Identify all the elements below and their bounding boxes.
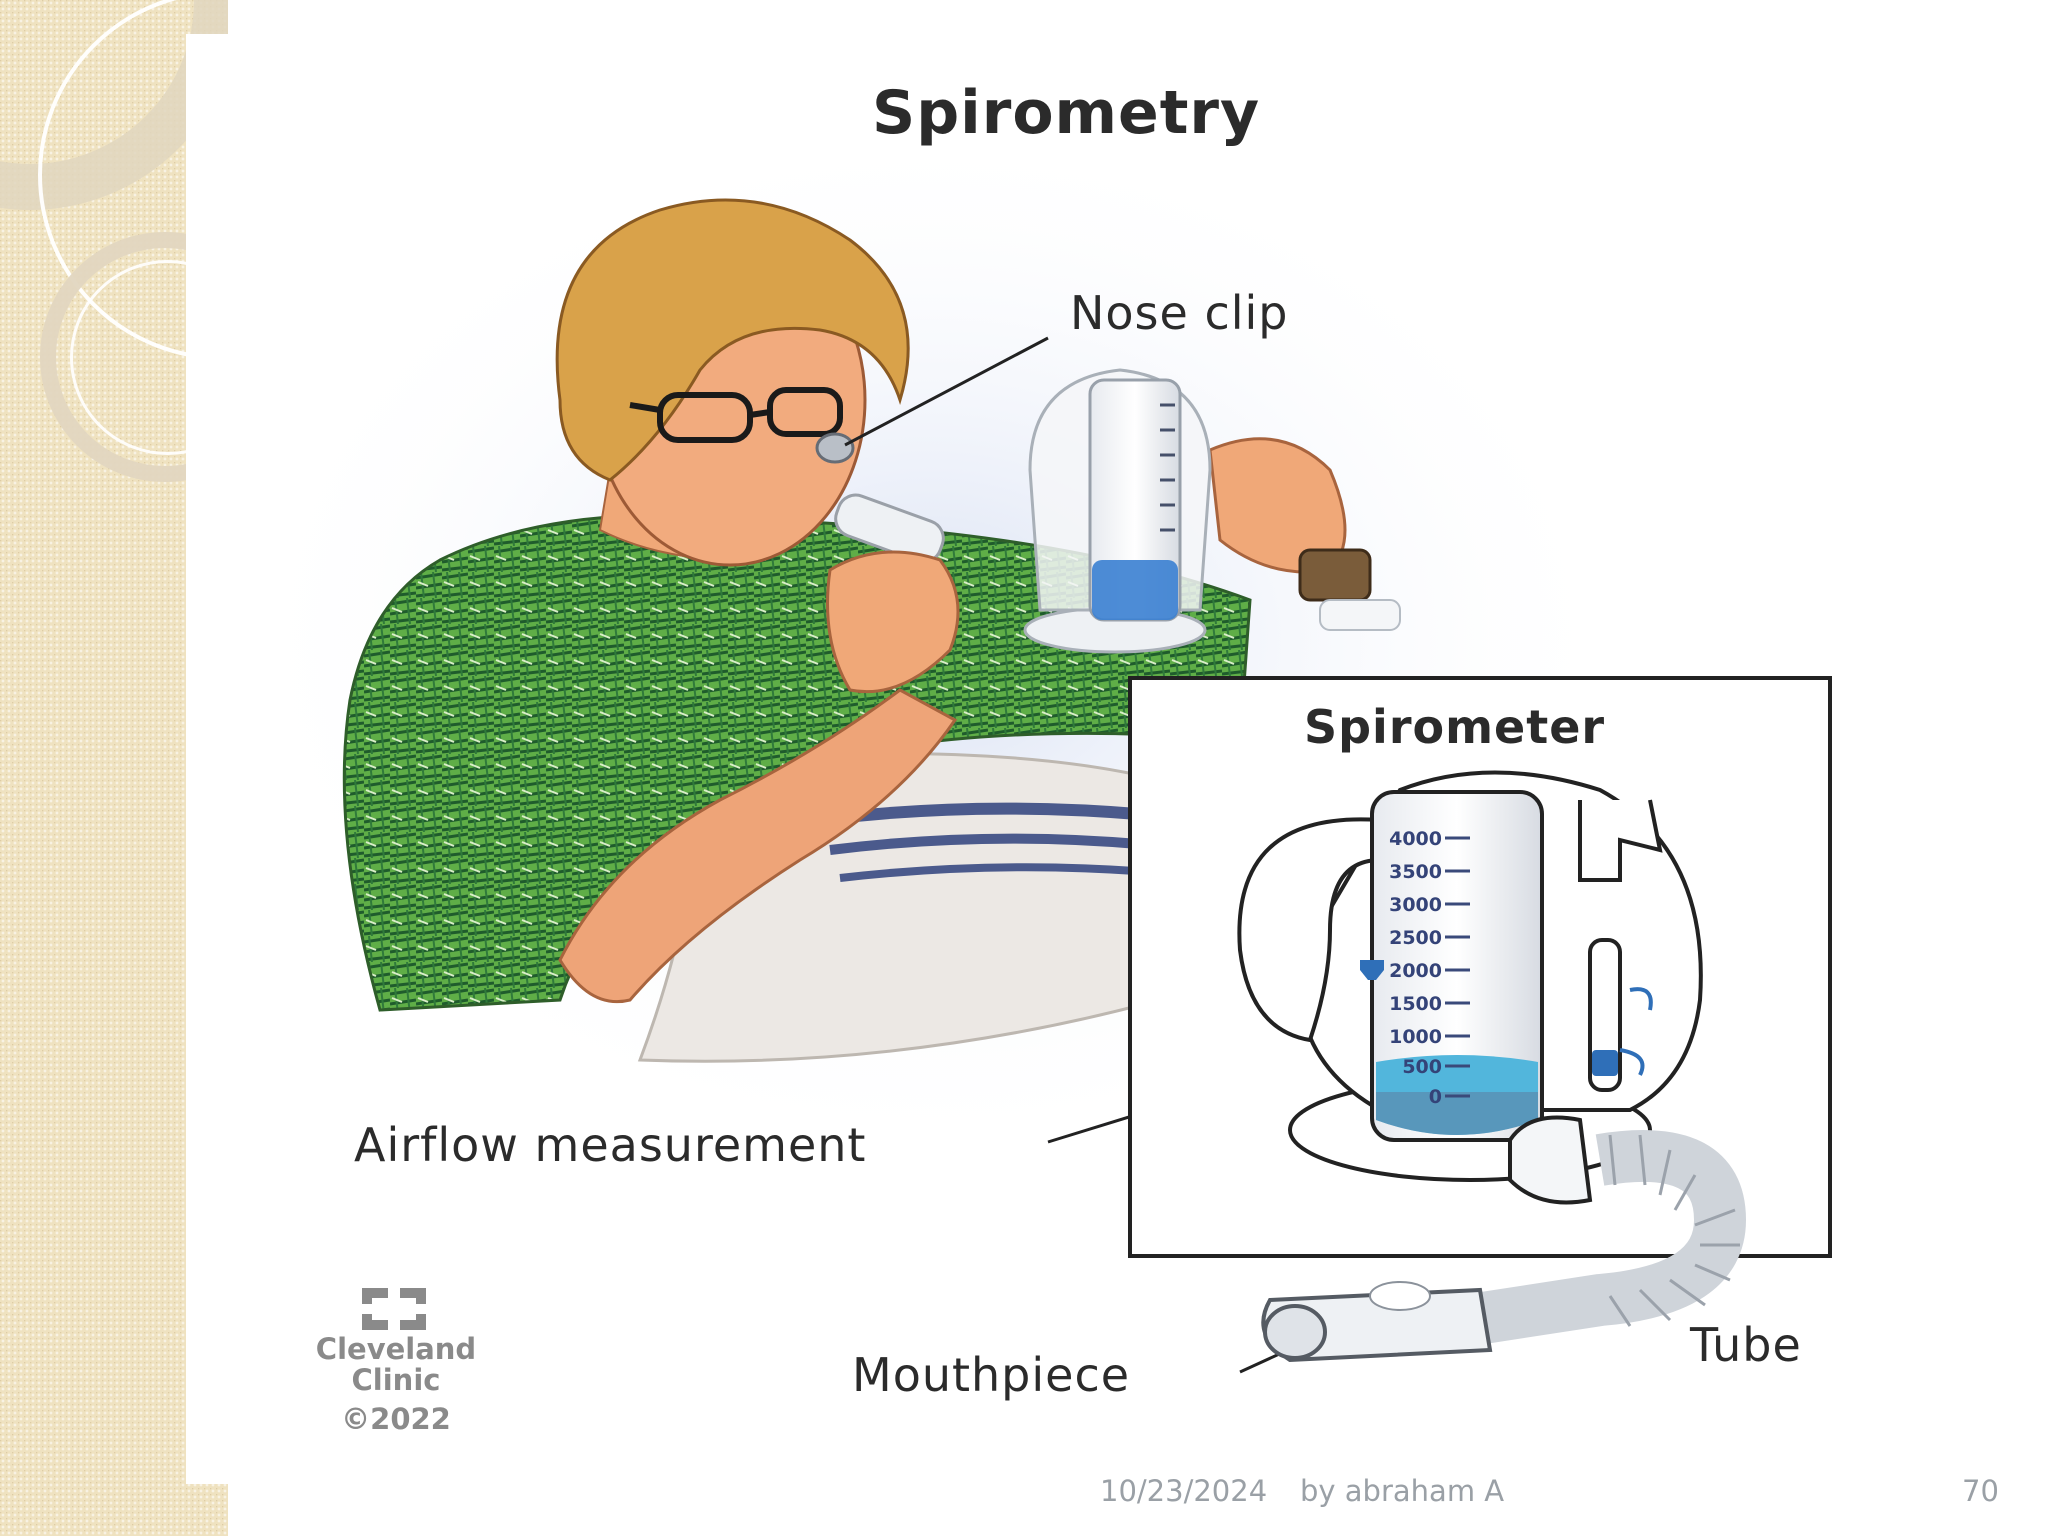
- scale-label: 3000: [1389, 894, 1442, 916]
- nose-clip: [815, 432, 855, 464]
- airflow-measurement-label: Airflow measurement: [354, 1118, 867, 1172]
- scale-label: 2000: [1389, 960, 1442, 982]
- scale-label: 4000: [1389, 828, 1442, 850]
- spirometer-notch: [1578, 799, 1663, 882]
- corrugated-tube: [1466, 1130, 1747, 1346]
- scale-label: 2500: [1389, 927, 1442, 949]
- glasses-lens: [657, 392, 753, 443]
- scale-label: 500: [1402, 1056, 1442, 1078]
- blanket-stripe: [839, 863, 1151, 882]
- spirometer-ticks: [1445, 836, 1470, 1098]
- mouthpiece-label: Mouthpiece: [852, 1348, 1131, 1402]
- flow-arrow-icon: [1619, 1048, 1645, 1076]
- spirometer-handle: [1237, 817, 1382, 1043]
- target-marker: [1360, 960, 1384, 980]
- held-spirometer-ticks: [1160, 403, 1175, 532]
- page-title: Spirometry: [872, 78, 1261, 148]
- logo-name: Cleveland Clinic: [315, 1332, 477, 1397]
- blanket-stripe: [829, 833, 1151, 855]
- footer-date: 10/23/2024: [1100, 1474, 1268, 1508]
- nose-clip-label: Nose clip: [1070, 286, 1289, 340]
- spirometer-scale-labels: 4000 3500 3000 2500 2000 1500 1000 500 0: [1389, 828, 1442, 1108]
- footer-author: by abraham A: [1300, 1474, 1505, 1508]
- footer-page-number: 70: [1962, 1474, 1999, 1508]
- right-hand: [1208, 437, 1347, 574]
- cleveland-clinic-logo-icon: [362, 1288, 426, 1330]
- scale-label: 1000: [1389, 1026, 1442, 1048]
- wristband: [1319, 599, 1401, 631]
- scale-label: 0: [1429, 1086, 1442, 1108]
- flow-arrow-icon: [1629, 987, 1653, 1011]
- arm: [558, 688, 958, 1004]
- wristwatch: [1298, 548, 1372, 602]
- inset-title: Spirometer: [1304, 700, 1606, 754]
- spirometer-connector: [1508, 1115, 1593, 1205]
- corrugated-tube-rings: [1608, 1134, 1740, 1327]
- scale-label: 3500: [1389, 861, 1442, 883]
- scale-label: 1500: [1389, 993, 1442, 1015]
- left-hand: [826, 550, 960, 694]
- held-spirometer-water: [1092, 560, 1178, 620]
- tube-label: Tube: [1690, 1318, 1802, 1372]
- mouthpiece-opening: [1263, 1304, 1327, 1360]
- nose-clip-callout-line: [844, 336, 1049, 447]
- held-mouthpiece: [834, 493, 945, 564]
- logo-copyright: ©2022: [341, 1402, 451, 1436]
- flow-indicator-bead: [1592, 1050, 1618, 1076]
